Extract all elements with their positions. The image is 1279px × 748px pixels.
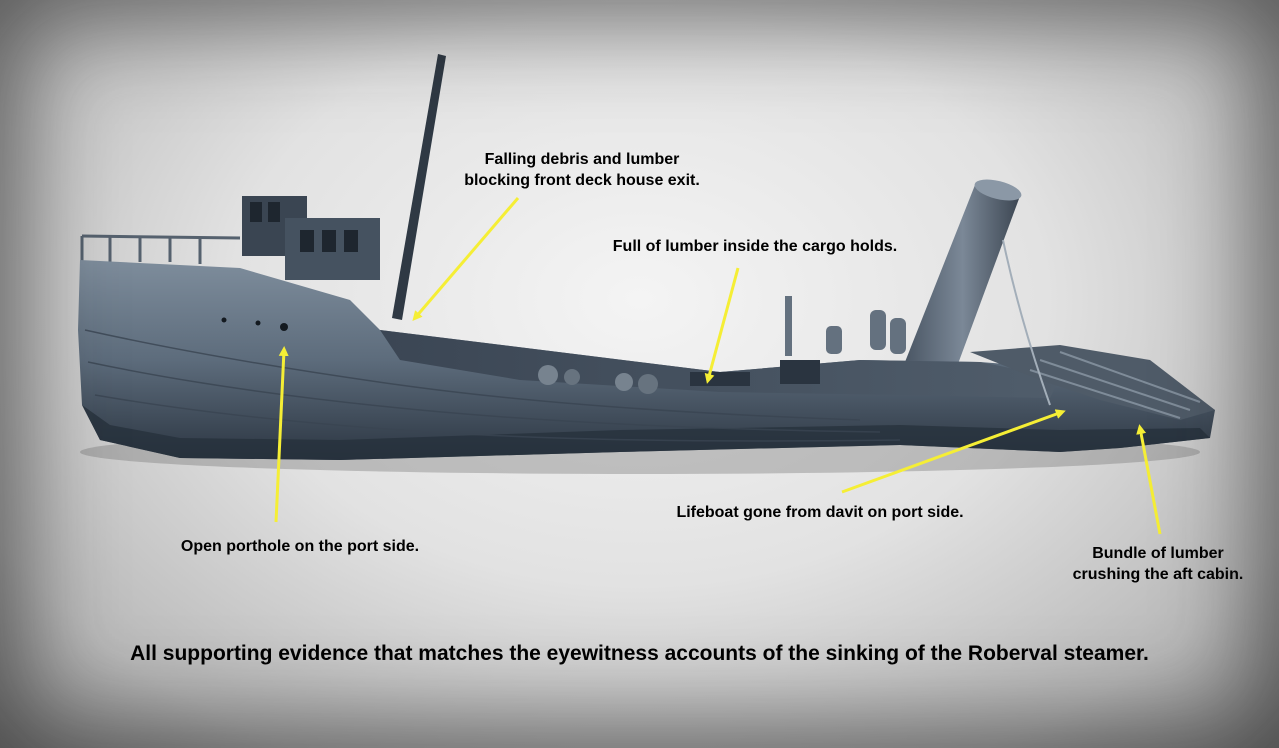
hull-keel-shade	[82, 405, 1210, 460]
annotation-arrows	[274, 197, 1162, 535]
hull	[78, 260, 1215, 460]
davit-cable	[1002, 239, 1051, 406]
annotation-lifeboat: Lifeboat gone from davit on port side.	[676, 504, 964, 521]
arrow-cargo-holds	[704, 267, 740, 384]
bow-railing	[80, 234, 241, 264]
arrow-lifeboat	[841, 409, 1066, 494]
portholes	[221, 317, 288, 331]
smokestack-top	[974, 179, 1022, 201]
annotation-porthole: Open porthole on the port side.	[180, 538, 420, 555]
annotation-falling-debris: Falling debris and lumber blocking front…	[464, 151, 700, 189]
annotation-aft-cabin: Bundle of lumber crushing the aft cabin.	[1072, 545, 1244, 583]
mast	[392, 54, 446, 320]
open-porthole	[280, 323, 288, 331]
annotation-cargo-holds: Full of lumber inside the cargo holds.	[612, 238, 898, 255]
forward-deck-house	[242, 196, 380, 280]
smokestack	[905, 185, 1020, 372]
arrow-porthole	[274, 346, 289, 523]
ventilators	[785, 296, 906, 356]
arrow-aft-cabin	[1136, 424, 1162, 535]
aft-lumber-bundle	[970, 345, 1215, 420]
arrow-debris	[412, 197, 520, 322]
hull-plank-lines	[84, 329, 901, 442]
image-caption: All supporting evidence that matches the…	[130, 642, 1149, 665]
